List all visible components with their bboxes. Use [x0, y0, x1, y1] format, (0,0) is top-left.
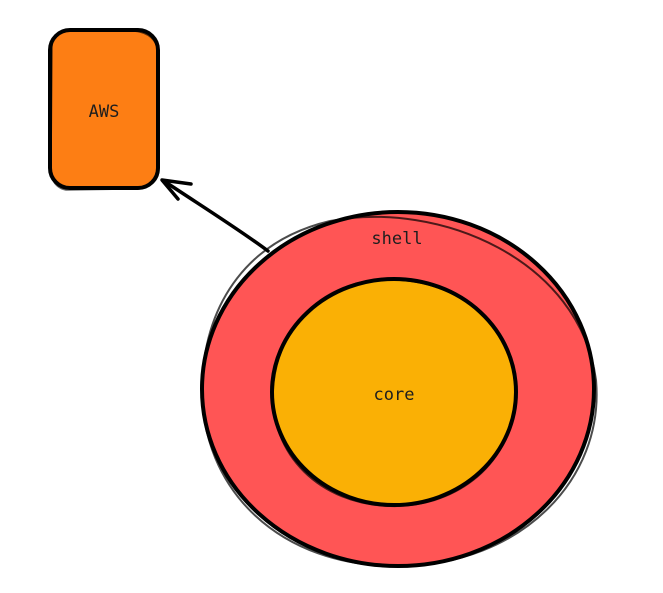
core-circle-sketch-stroke	[271, 278, 517, 508]
aws-node[interactable]: AWS	[48, 28, 160, 191]
arrow-line	[162, 179, 270, 253]
arrow-shell-to-aws[interactable]	[160, 178, 270, 253]
core-node[interactable]: core	[270, 277, 518, 508]
core-label: core	[374, 385, 415, 405]
aws-box-sketch-stroke	[49, 29, 160, 191]
shell-label: shell	[371, 229, 422, 249]
aws-label: AWS	[89, 102, 120, 122]
arrow-head	[160, 178, 193, 201]
shell-circle-sketch-stroke	[200, 215, 598, 568]
